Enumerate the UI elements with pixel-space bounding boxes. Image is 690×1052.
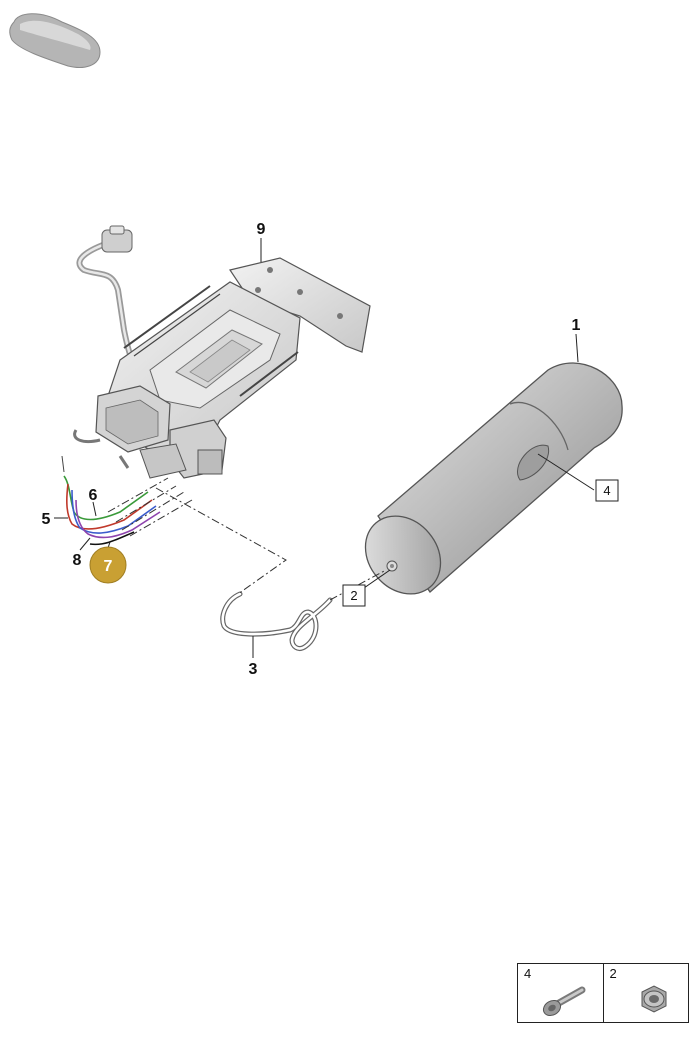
- leader-6: [92, 501, 97, 517]
- phantom-line-harness-4: [129, 499, 193, 537]
- phantom-line-tube-upper: [155, 487, 287, 595]
- wiring-harness[interactable]: [61, 455, 161, 546]
- air-tank[interactable]: [350, 362, 623, 609]
- legend-item-bolt[interactable]: 4: [518, 964, 603, 1022]
- fastener-legend: 4 2: [517, 963, 689, 1023]
- leader-2: [363, 569, 391, 589]
- vehicle-thumbnail[interactable]: [9, 13, 101, 68]
- callout-6[interactable]: 6: [89, 487, 98, 504]
- leader-4: [537, 453, 595, 491]
- legend-number-nut: 2: [609, 966, 617, 981]
- highlight-badge-label: 7: [104, 558, 113, 575]
- boxed-ref-2-label: 2: [350, 588, 357, 603]
- callout-3[interactable]: 3: [249, 661, 258, 678]
- leader-1: [575, 333, 579, 363]
- callout-8[interactable]: 8: [73, 552, 82, 569]
- highlight-badge-7[interactable]: 7: [89, 546, 127, 584]
- boxed-ref-4-label: 4: [603, 483, 610, 498]
- legend-item-nut[interactable]: 2: [602, 964, 689, 1022]
- callout-1[interactable]: 1: [572, 317, 581, 334]
- phantom-line-tube-tank: [329, 569, 387, 601]
- callout-5[interactable]: 5: [42, 511, 51, 528]
- air-line-tube[interactable]: [220, 591, 333, 651]
- boxed-ref-2[interactable]: 2: [342, 584, 366, 607]
- boxed-ref-4[interactable]: 4: [595, 479, 619, 502]
- legend-number-bolt: 4: [524, 966, 532, 981]
- compressor-frame-assembly[interactable]: [73, 225, 371, 479]
- phantom-line-harness-1: [107, 477, 169, 513]
- callout-9[interactable]: 9: [257, 221, 266, 238]
- leader-8: [79, 537, 91, 551]
- nut-icon: [641, 985, 666, 1013]
- bolt-icon: [542, 986, 586, 1017]
- phantom-line-harness-2: [115, 485, 177, 523]
